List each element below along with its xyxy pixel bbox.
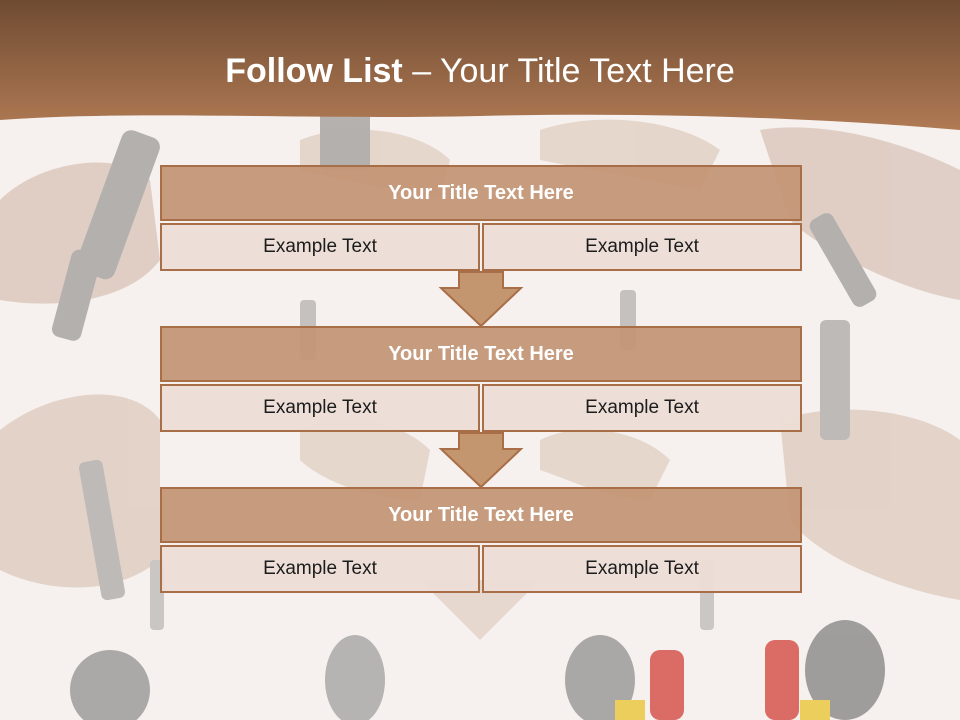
block-cell-right: Example Text xyxy=(482,223,802,271)
block-cell-left: Example Text xyxy=(160,545,480,593)
header-band xyxy=(0,0,960,130)
title-bold: Follow List xyxy=(225,52,403,90)
flow-block-1: Your Title Text Here Example Text Exampl… xyxy=(160,165,802,271)
block-title: Your Title Text Here xyxy=(160,487,802,543)
down-arrow-icon xyxy=(438,432,524,489)
block-cell-right: Example Text xyxy=(482,384,802,432)
title-rest: – Your Title Text Here xyxy=(402,52,735,90)
block-title: Your Title Text Here xyxy=(160,165,802,221)
flow-block-3: Your Title Text Here Example Text Exampl… xyxy=(160,487,802,593)
down-arrow-icon xyxy=(438,271,524,328)
block-cell-right: Example Text xyxy=(482,545,802,593)
block-cell-left: Example Text xyxy=(160,223,480,271)
page-title: Follow List – Your Title Text Here xyxy=(0,52,960,91)
flow-block-2: Your Title Text Here Example Text Exampl… xyxy=(160,326,802,432)
block-title: Your Title Text Here xyxy=(160,326,802,382)
block-cell-left: Example Text xyxy=(160,384,480,432)
